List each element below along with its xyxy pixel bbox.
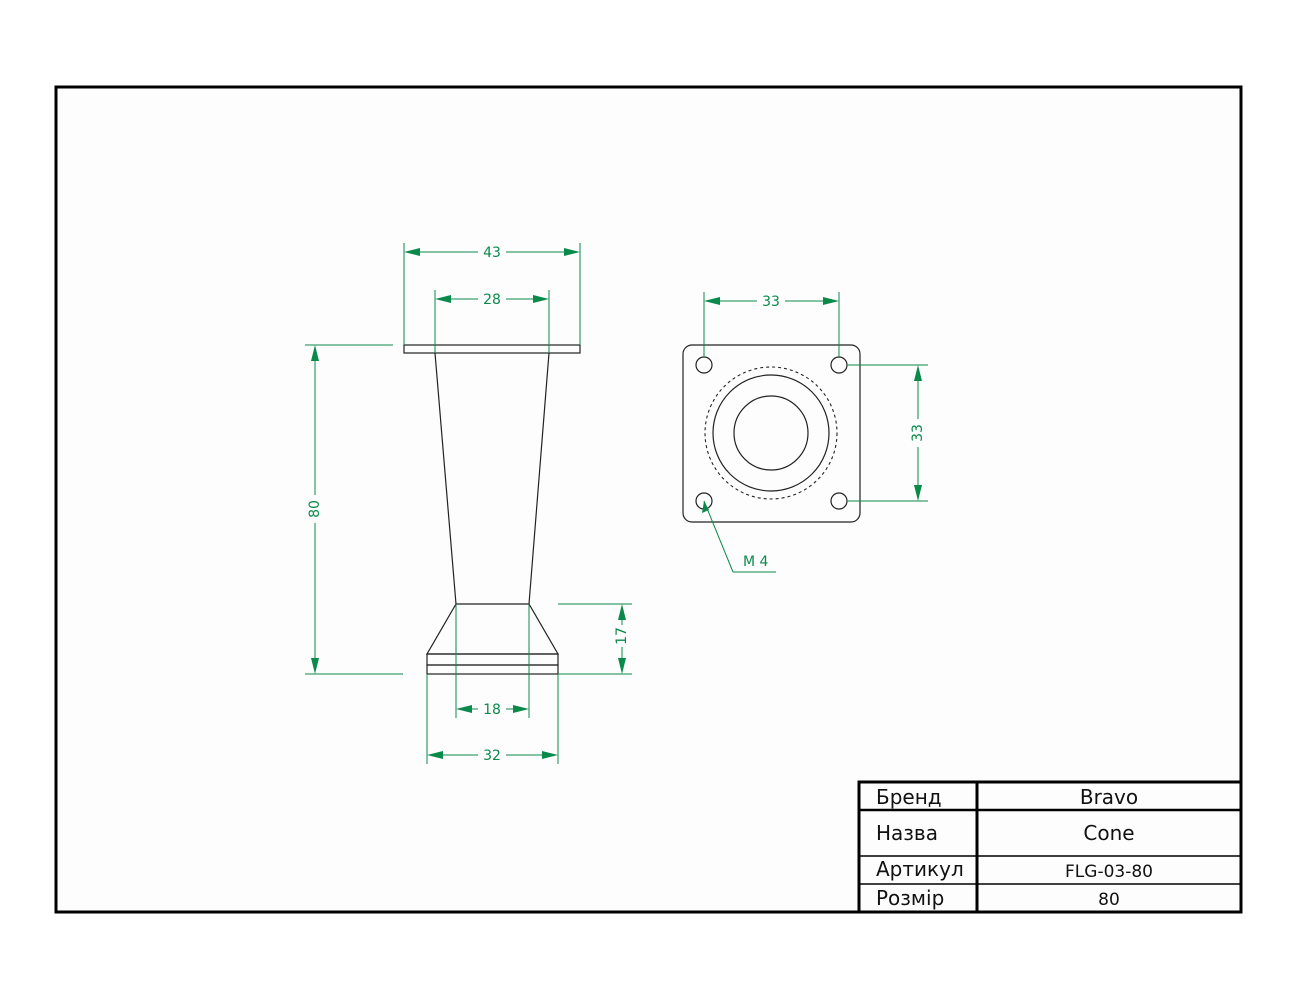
inner-ring: [733, 395, 809, 471]
top-dimensions: 33 33 M 4: [702, 292, 928, 573]
outer-ring: [712, 374, 830, 492]
front-dimensions: 43 28 80 17 18: [305, 243, 632, 764]
dim-height: 80: [307, 500, 323, 518]
title-label-name: Назва: [876, 821, 938, 845]
title-value-article: FLG-03-80: [1065, 862, 1153, 882]
title-value-size: 80: [1098, 890, 1120, 910]
top-view: [682, 344, 861, 523]
dashed-circle: [704, 366, 838, 500]
tapered-body: [434, 352, 550, 605]
top-plate: [403, 344, 581, 354]
thread-label: M 4: [743, 554, 769, 570]
dim-top-outer: 43: [483, 245, 501, 261]
title-value-name: Cone: [1083, 821, 1134, 845]
foot-plate-lower: [426, 664, 559, 675]
title-label-size: Розмір: [876, 886, 944, 910]
dim-top-inner: 28: [483, 292, 501, 308]
title-label-article: Артикул: [876, 857, 964, 881]
dim-bottom-inner: 18: [483, 702, 501, 718]
dim-hole-spacing-x: 33: [762, 294, 780, 310]
title-label-brand: Бренд: [876, 785, 942, 809]
drawing-frame: [54, 85, 1243, 914]
dim-bottom-outer: 32: [483, 748, 501, 764]
mounting-plate: [682, 344, 861, 523]
dim-foot-height: 17: [614, 627, 630, 645]
title-block: Бренд Bravo Назва Cone Артикул FLG-03-80…: [857, 780, 1243, 914]
dim-hole-spacing-y: 33: [910, 424, 926, 442]
title-value-brand: Bravo: [1080, 785, 1138, 809]
front-view: [403, 344, 581, 675]
